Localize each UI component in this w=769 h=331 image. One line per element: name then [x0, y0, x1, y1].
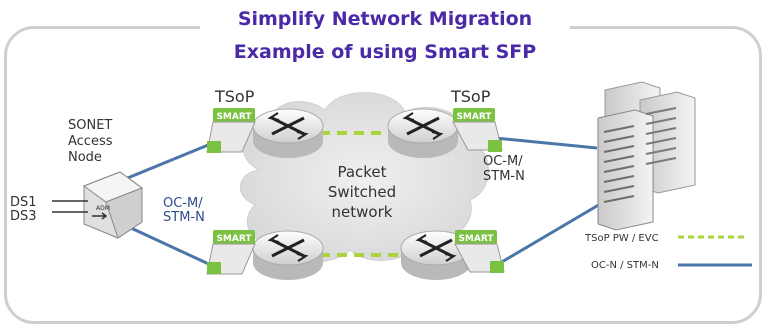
svg-text:SMART: SMART: [456, 112, 492, 122]
link-bottom-right-router-to-servers: [494, 198, 608, 268]
ocm-right-label-line1: OC-M/: [483, 154, 523, 169]
optical-links: [117, 136, 608, 268]
cloud-label-line1: Packet: [337, 163, 386, 181]
diagram-subtitle: Example of using Smart SFP: [200, 38, 570, 66]
legend-label-pw: TSoP PW / EVC: [584, 233, 659, 244]
sonet-node-label-line1: SONET: [68, 118, 112, 133]
svg-text:SMART: SMART: [216, 112, 252, 122]
svg-text:ADM: ADM: [96, 205, 110, 212]
svg-text:SMART: SMART: [458, 234, 494, 244]
smart-sfp-bottom-right: SMART: [454, 230, 505, 273]
ds1-label: DS1: [10, 195, 37, 210]
svg-text:SMART: SMART: [216, 234, 252, 244]
legend-label-optical: OC-N / STM-N: [591, 260, 659, 271]
smart-sfp-top-right: SMART: [452, 108, 503, 152]
router-top-right: [387, 108, 459, 158]
diagram-title: Simplify Network Migration: [200, 4, 570, 34]
smart-sfp-bottom-left: SMART: [206, 230, 256, 275]
legend: TSoP PW / EVC OC-N / STM-N: [584, 233, 752, 271]
pseudowire-links: [320, 131, 403, 257]
cloud-label-line2: Switched: [328, 183, 396, 201]
cloud-label-line3: network: [332, 203, 393, 221]
tsop-right-label: TSoP: [450, 87, 491, 106]
smart-sfp-top-left: SMART: [206, 108, 256, 153]
server-rack-icon: [597, 81, 696, 231]
sonet-adm-box: ADM: [82, 171, 144, 239]
link-adm-to-top-left-router: [117, 141, 214, 184]
sonet-node-label-line2: Access: [68, 134, 113, 149]
sonet-node-label-line3: Node: [68, 150, 102, 165]
link-top-right-router-to-servers: [494, 136, 598, 150]
link-adm-to-bottom-left-router: [117, 220, 214, 268]
ocm-left-label-line2: STM-N: [163, 210, 205, 225]
tdm-input-lines: [52, 200, 88, 213]
ocm-right-label-line2: STM-N: [483, 169, 525, 184]
router-bottom-left: [252, 230, 324, 280]
router-top-left: [252, 108, 324, 158]
ds3-label: DS3: [10, 209, 37, 224]
router-bottom-right: [400, 230, 472, 280]
tsop-left-label: TSoP: [214, 87, 255, 106]
ocm-left-label-line1: OC-M/: [163, 196, 203, 211]
